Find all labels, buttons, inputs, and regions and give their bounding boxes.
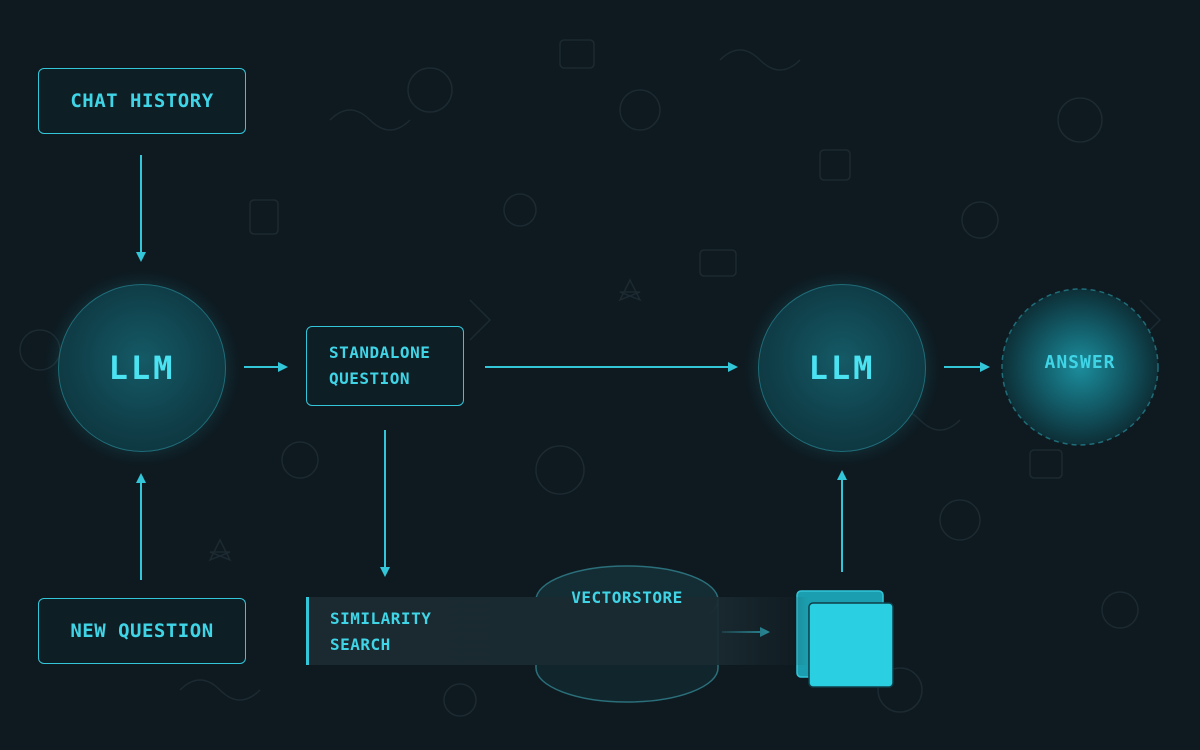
similarity-search-bar: [306, 597, 809, 665]
standalone-question-line-2: QUESTION: [329, 369, 411, 388]
llm-right-circle: LLM: [758, 284, 926, 452]
llm-left-circle: LLM: [58, 284, 226, 452]
chat-history-box: CHAT HISTORY: [38, 68, 246, 134]
new-question-box: NEW QUESTION: [38, 598, 246, 664]
new-question-label: NEW QUESTION: [70, 620, 214, 642]
standalone-question-box: STANDALONE QUESTION: [306, 326, 464, 406]
llm-right-label: LLM: [808, 349, 876, 387]
answer-label: ANSWER: [1044, 352, 1116, 373]
chat-history-label: CHAT HISTORY: [70, 90, 214, 112]
similarity-search-label: SIMILARITY SEARCH: [330, 606, 431, 658]
similarity-search-line-2: SEARCH: [330, 635, 391, 654]
standalone-question-line-1: STANDALONE: [329, 343, 431, 362]
vectorstore-label: VECTORSTORE: [571, 588, 683, 607]
similarity-search-line-1: SIMILARITY: [330, 609, 432, 628]
llm-left-label: LLM: [108, 349, 176, 387]
